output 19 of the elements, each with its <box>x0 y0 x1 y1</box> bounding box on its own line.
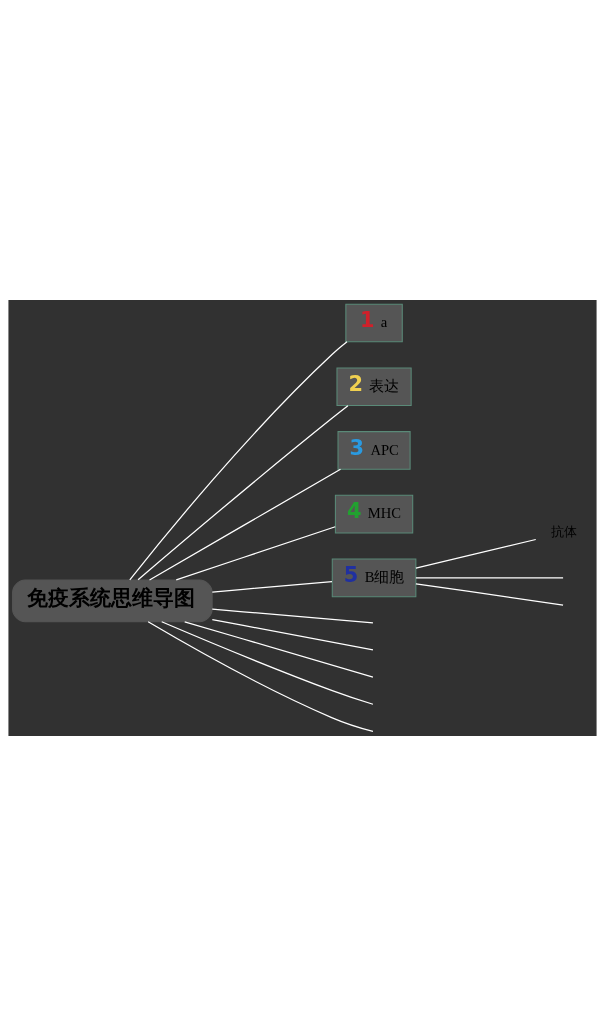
connector <box>415 576 564 578</box>
connector <box>184 620 374 678</box>
node-box: 1 a <box>345 303 403 342</box>
node-box: 2 表达 <box>336 366 412 406</box>
connector <box>148 468 342 581</box>
node-box: 3 APC <box>337 430 411 470</box>
connector <box>211 608 374 623</box>
node-box: 4 MHC <box>334 494 414 533</box>
connector <box>161 620 374 705</box>
connector <box>147 620 374 732</box>
connector <box>415 582 564 606</box>
connector <box>415 538 537 569</box>
connector <box>137 404 349 580</box>
connector <box>211 618 374 651</box>
connector <box>129 340 348 580</box>
node-box: 免疫系统思维导图 <box>12 578 213 622</box>
node-box: 5 B细胞 <box>331 558 417 597</box>
connector <box>211 580 333 593</box>
connector <box>175 525 336 580</box>
